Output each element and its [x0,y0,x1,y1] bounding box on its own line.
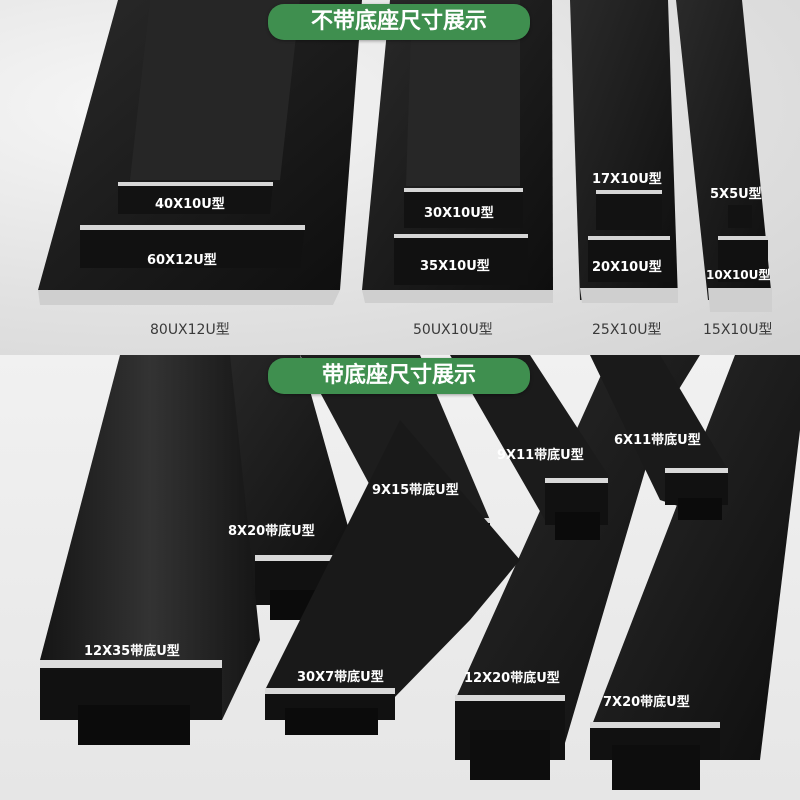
label-8x20-base: 8X20带底U型 [228,524,315,539]
profile-30x7-base [265,420,520,735]
profile-50x10-group [362,0,553,303]
label-35x10: 35X10U型 [420,259,490,274]
label-7x20-base: 7X20带底U型 [603,695,690,710]
banner-with-base: 带底座尺寸展示 [268,358,530,394]
label-10x10: 10X10U型 [706,268,771,282]
profile-7x20-base [590,355,800,790]
label-30x10: 30X10U型 [424,206,494,221]
caption-50ux10u: 50UX10U型 [413,322,493,338]
label-20x10: 20X10U型 [592,260,662,275]
caption-15x10u: 15X10U型 [703,322,773,338]
profile-6x11-base [590,355,728,520]
profile-15x10-group [676,0,772,312]
label-9x15-base: 9X15带底U型 [372,483,459,498]
label-40x10: 40X10U型 [155,197,225,212]
caption-80ux12u: 80UX12U型 [150,322,230,338]
label-6x11-base: 6X11带底U型 [614,433,701,448]
label-12x35-base: 12X35带底U型 [84,644,180,659]
profile-12x20-base [455,355,700,780]
profile-9x11-base [450,355,610,540]
label-17x10: 17X10U型 [592,172,662,187]
profile-80x12-group [38,0,362,305]
label-5x5: 5X5U型 [710,187,762,202]
profile-12x35-base [40,355,260,745]
label-9x11-base: 9X11带底U型 [497,448,584,463]
label-60x12: 60X12U型 [147,253,217,268]
caption-25x10u: 25X10U型 [592,322,662,338]
label-30x7-base: 30X7带底U型 [297,670,384,685]
banner-without-base: 不带底座尺寸展示 [268,4,530,40]
label-12x20-base: 12X20带底U型 [464,671,560,686]
profile-25x10-group [570,0,678,303]
